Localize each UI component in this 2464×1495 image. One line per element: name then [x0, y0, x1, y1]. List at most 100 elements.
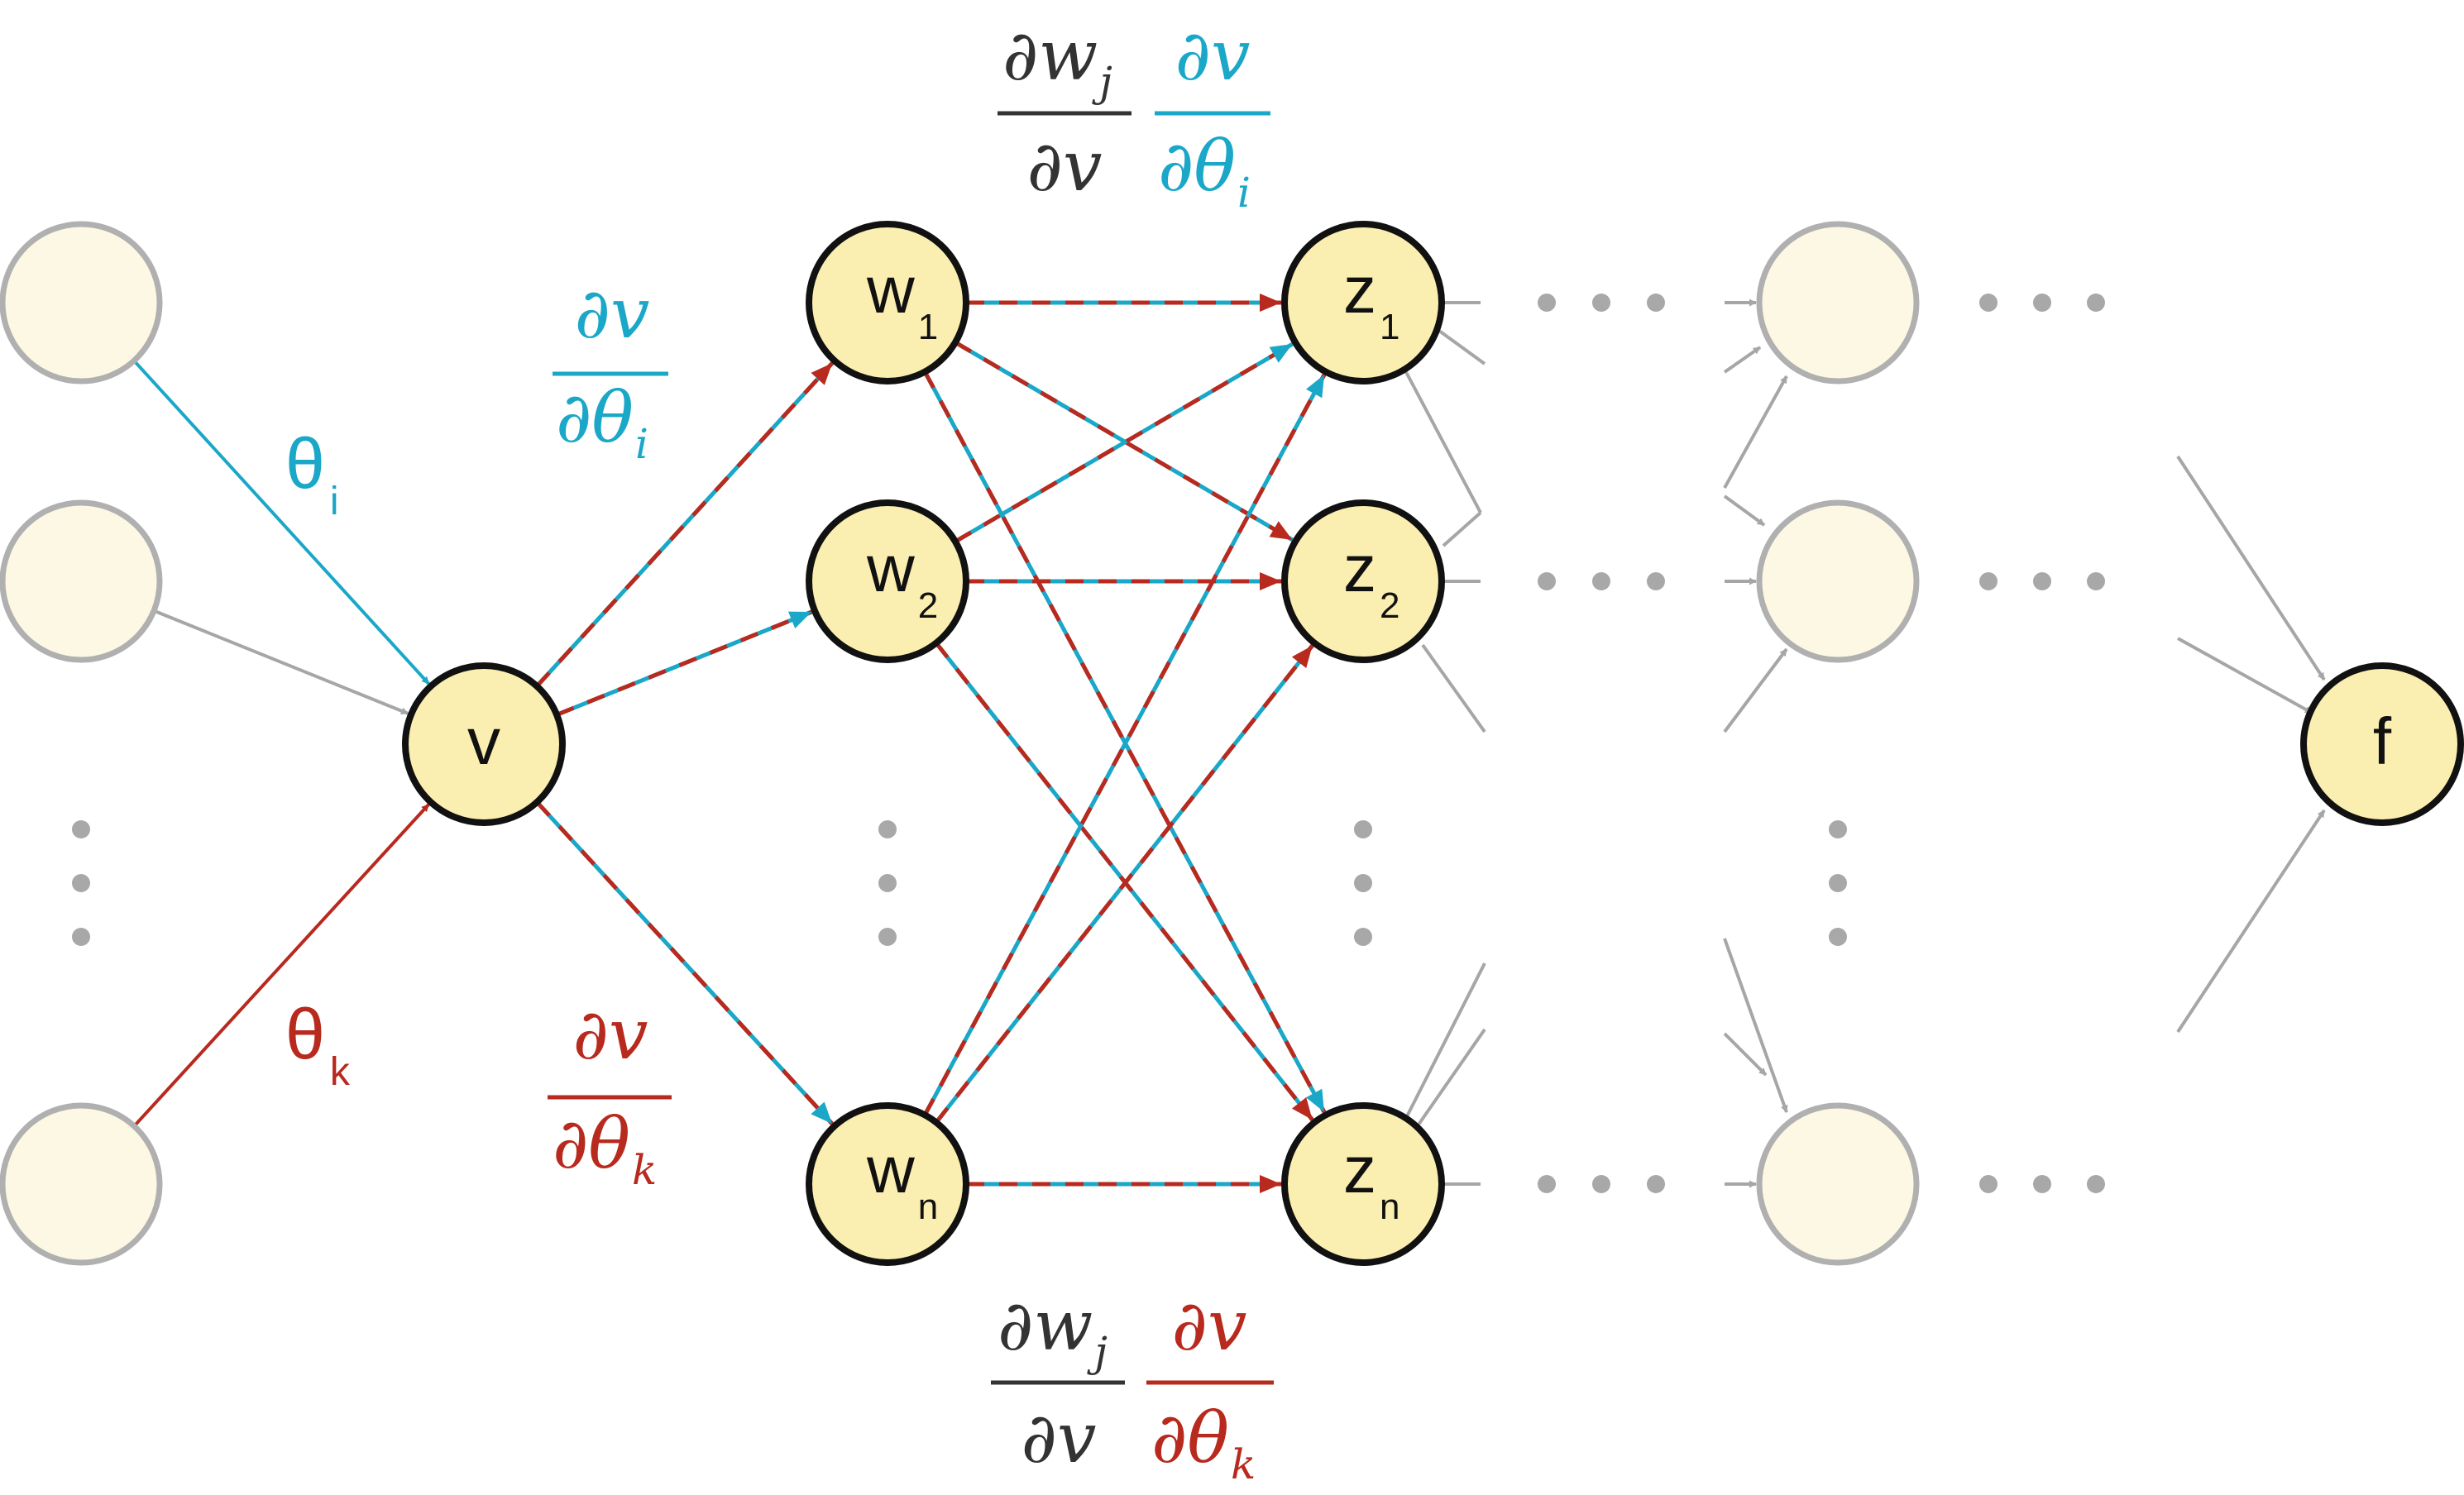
- edge-z2-stub-2: [1421, 643, 1486, 733]
- hdots-row4-b-0: [1979, 1175, 1998, 1193]
- theta-i-sub: i: [330, 480, 339, 523]
- fraction-bottom-dv-dtheta-k-denominator: ∂θk: [1151, 1397, 1256, 1488]
- hdots-row4-b-1: [2033, 1175, 2051, 1193]
- node-z2-label: z2: [1343, 532, 1399, 626]
- edge-w2-z2: [966, 572, 1281, 590]
- node-f-label: f: [2373, 705, 2392, 778]
- node-z2: [1281, 499, 1445, 663]
- fraction-top-dv-dtheta-i-numerator: ∂v: [1175, 15, 1251, 96]
- hdots-row1-a-1: [1592, 294, 1610, 312]
- fraction-top-dv-dtheta-i-denominator: ∂θi: [1158, 126, 1251, 217]
- node-w1-sub: 1: [918, 307, 938, 347]
- edge-h4-in-2: [1723, 1032, 1768, 1077]
- edge-wn-z1-arrowhead: [1305, 375, 1325, 399]
- edge-w1-z1-arrowhead: [1260, 294, 1281, 312]
- node-z2-base: z: [1343, 532, 1376, 605]
- edge-theta-i: [132, 359, 430, 685]
- hdots-row4-a-2: [1647, 1175, 1665, 1193]
- node-v: [402, 662, 566, 826]
- edges-layer: [132, 294, 2326, 1193]
- theta-k-sub: k: [330, 1050, 351, 1094]
- vdots-col3-2: [878, 928, 897, 946]
- input-node-1: [0, 221, 163, 384]
- node-wn-label: wn: [866, 1133, 938, 1227]
- edge-v-w1-arrowhead: [811, 363, 833, 385]
- fraction-bottom-dwj-dv-denominator: ∂v: [1021, 1397, 1097, 1478]
- fraction-dv-dtheta-k: ∂v ∂θk: [548, 994, 672, 1194]
- node-w2-sub: 2: [918, 585, 938, 626]
- fraction-bottom-dwj-dv-numerator: ∂wj: [998, 1285, 1108, 1376]
- vdots-col4-0: [1354, 820, 1372, 838]
- node-zn-base: z: [1343, 1133, 1376, 1206]
- hdots-row2-b-2: [2087, 572, 2105, 590]
- edge-v-wn-red: [535, 800, 834, 1125]
- input-node-2: [0, 499, 163, 663]
- fraction-dv-dtheta-i-den-sub: i: [635, 420, 648, 468]
- edge-wn-z2-red: [934, 644, 1314, 1124]
- edge-h2-in: [1723, 494, 1766, 527]
- edge-zn-stub-2: [1417, 1028, 1486, 1126]
- fraction-dv-dtheta-i-denominator: ∂θi: [556, 377, 648, 468]
- hdots-row2-b-1: [2033, 572, 2051, 590]
- node-zn: [1281, 1102, 1445, 1266]
- edge-v-w2-arrowhead: [787, 611, 812, 628]
- fraction-dv-dtheta-i-den-base: ∂θ: [556, 377, 634, 458]
- edge-z1-stub-3: [1404, 371, 1482, 513]
- fraction-dv-dtheta-i-numerator: ∂v: [575, 273, 650, 354]
- edge-wn-z1-red: [922, 373, 1327, 1116]
- vdots-col1-2: [72, 928, 90, 946]
- fraction-top-dv-dtheta-i: ∂v ∂θi: [1155, 15, 1270, 217]
- hdots-row4-b-2: [2087, 1175, 2105, 1193]
- edge-wn-z2: [934, 644, 1314, 1124]
- edge-w1-z2-arrowhead: [1269, 521, 1293, 540]
- edge-wn-zn: [966, 1175, 1281, 1193]
- fraction-bottom-dwj-dv-num-base: ∂w: [998, 1285, 1093, 1366]
- fraction-top-dv-dtheta-i-den-sub: i: [1237, 169, 1251, 217]
- edge-h1-in-2: [1723, 346, 1762, 374]
- vdots-col1-0: [72, 820, 90, 838]
- hdots-row4-a-1: [1592, 1175, 1610, 1193]
- edge-h2-in-3: [1723, 647, 1788, 733]
- node-z2-sub: 2: [1380, 585, 1399, 626]
- node-w2: [806, 499, 969, 663]
- node-w1: [806, 221, 969, 384]
- fraction-bottom-dv-dtheta-k: ∂v ∂θk: [1146, 1285, 1274, 1488]
- edge-z2-stub-up: [1442, 511, 1482, 547]
- vdots-col4-1: [1354, 874, 1372, 892]
- theta-i-base: θ: [285, 424, 325, 504]
- hdots-row1-b-2: [2087, 294, 2105, 312]
- node-wn-sub: n: [918, 1187, 938, 1227]
- edge-input-2: [153, 609, 409, 715]
- node-wn: [806, 1102, 969, 1266]
- hdots-row2-a-1: [1592, 572, 1610, 590]
- edge-v-w1: [535, 361, 835, 688]
- input-node-n: [0, 1102, 163, 1266]
- node-w2-label: w2: [866, 532, 938, 626]
- edge-f-in-1: [2176, 455, 2326, 681]
- edge-wn-z2-arrowhead: [1291, 645, 1313, 668]
- node-wn-base: w: [866, 1133, 915, 1206]
- edge-wn-zn-arrowhead: [1260, 1175, 1281, 1193]
- vdots-col3-1: [878, 874, 897, 892]
- edge-theta-k: [132, 803, 430, 1128]
- node-z1-sub: 1: [1380, 307, 1399, 347]
- edge-w2-z1: [954, 342, 1294, 544]
- edge-wn-z1: [922, 373, 1327, 1116]
- node-w2-base: w: [866, 532, 915, 605]
- hdots-row2-a-0: [1538, 572, 1556, 590]
- fraction-dv-dtheta-k-denominator: ∂θk: [553, 1103, 657, 1194]
- theta-k-base: θ: [285, 995, 325, 1074]
- hdots-row2-b-0: [1979, 572, 1998, 590]
- edge-f-in-3: [2176, 809, 2326, 1034]
- edge-z1-stub-2: [1438, 329, 1486, 365]
- node-z1-label: z1: [1343, 253, 1399, 347]
- node-f: [2300, 662, 2464, 826]
- fraction-dv-dtheta-k-numerator: ∂v: [573, 994, 648, 1075]
- edge-zn-stub-1: [1404, 962, 1486, 1119]
- edge-w2-z1-blue: [954, 342, 1294, 544]
- fraction-dv-dtheta-k-den-base: ∂θ: [553, 1103, 630, 1184]
- fraction-top-dwj-dv-num-base: ∂w: [1002, 15, 1098, 96]
- hdots-row1-a-0: [1538, 294, 1556, 312]
